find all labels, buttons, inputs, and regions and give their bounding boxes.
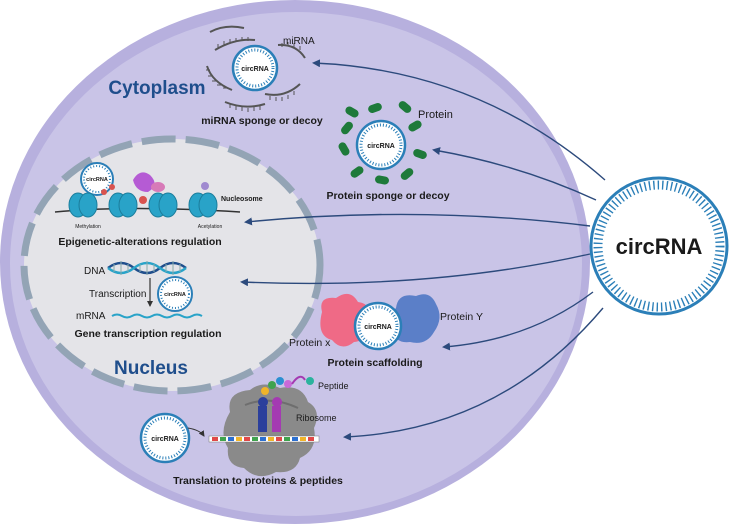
cytoplasm-label: Cytoplasm bbox=[108, 78, 205, 99]
dna-label: DNA bbox=[84, 266, 105, 277]
epigenetic-caption: Epigenetic-alterations regulation bbox=[58, 236, 221, 248]
transcription-label: Transcription bbox=[89, 289, 146, 300]
scaffolding-caption: Protein scaffolding bbox=[327, 357, 422, 369]
mirna-sponge-illustration: circRNA miRNA bbox=[206, 25, 315, 112]
central-circrna: circRNA bbox=[589, 176, 729, 316]
nucleus bbox=[20, 135, 324, 395]
transcription-illustration: DNA Transcription circRNA mRNA bbox=[76, 261, 203, 322]
arrow-transcription bbox=[240, 253, 591, 287]
mirna-circrna-label: circRNA bbox=[241, 66, 269, 73]
translation-circrna-label: circRNA bbox=[151, 436, 179, 443]
arrow-scaffolding bbox=[442, 291, 594, 351]
protein-sponge-caption: Protein sponge or decoy bbox=[326, 190, 449, 202]
ribosome-label: Ribosome bbox=[296, 413, 337, 423]
translation-illustration: circRNA Peptide Ribos bbox=[139, 375, 349, 477]
peptide-label: Peptide bbox=[318, 381, 349, 391]
protein-y-label: Protein Y bbox=[440, 311, 483, 323]
protein-y-shape bbox=[389, 294, 440, 343]
arrow-mirna bbox=[312, 59, 606, 181]
methylation-label: Methylation bbox=[75, 224, 101, 230]
mirna-sponge-caption: miRNA sponge or decoy bbox=[201, 115, 323, 127]
ribosome-shape bbox=[223, 384, 317, 477]
translation-caption: Translation to proteins & peptides bbox=[173, 475, 343, 487]
protein-sponge-illustration: circRNA Protein bbox=[338, 101, 453, 185]
arrow-translation bbox=[343, 307, 604, 441]
epigenetic-illustration: circRNA Nucleosome Methylation Acetylati… bbox=[54, 162, 263, 230]
mirna-label: miRNA bbox=[283, 36, 315, 47]
acetylation-label: Acetylation bbox=[198, 224, 223, 230]
protein-sponge-circrna-label: circRNA bbox=[367, 143, 395, 150]
scaffolding-illustration: circRNA Protein x Protein Y bbox=[289, 293, 483, 351]
arrow-protein-sponge bbox=[432, 147, 597, 201]
nucleosome-label: Nucleosome bbox=[221, 196, 263, 203]
central-circrna-label: circRNA bbox=[616, 234, 703, 259]
function-arrows bbox=[240, 59, 606, 441]
epigenetic-circrna-label: circRNA bbox=[86, 177, 108, 183]
mrna-label: mRNA bbox=[76, 311, 106, 322]
scaffolding-circrna-label: circRNA bbox=[364, 324, 392, 331]
arrow-epigenetic bbox=[244, 213, 591, 227]
nucleus-label: Nucleus bbox=[114, 358, 188, 379]
protein-x-label: Protein x bbox=[289, 337, 331, 349]
transcription-caption: Gene transcription regulation bbox=[74, 328, 221, 340]
protein-label: Protein bbox=[418, 109, 453, 121]
transcription-circrna-label: circRNA bbox=[164, 292, 186, 298]
